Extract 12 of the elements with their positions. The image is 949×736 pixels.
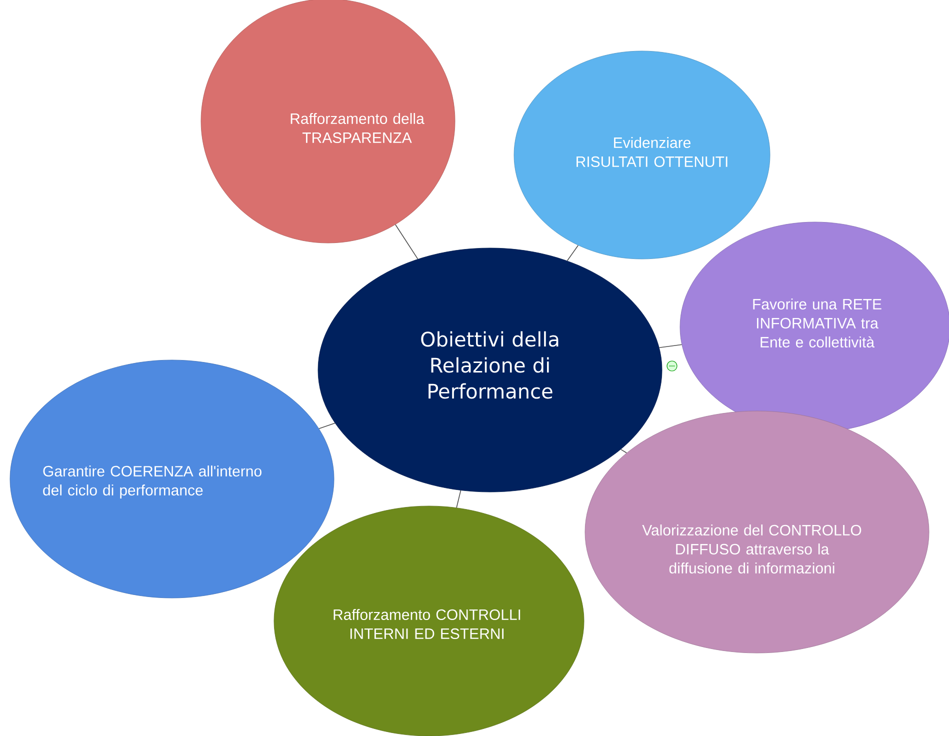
connector-line bbox=[658, 344, 682, 348]
circle-node: Evidenziare RISULTATI OTTENUTI bbox=[514, 50, 770, 260]
circle-node: Favorire una RETE INFORMATIVA tra Ente e collettività bbox=[680, 222, 949, 432]
connector-line bbox=[456, 490, 462, 508]
circle-node: Rafforzamento CONTROLLI INTERNI ED ESTERNI bbox=[274, 506, 584, 736]
connector-line bbox=[318, 422, 336, 430]
connector-line bbox=[395, 224, 418, 260]
connector-line bbox=[566, 244, 579, 262]
circle-node: Valorizzazione del CONTROLLO DIFFUSO attraverso la diffusione di informazioni bbox=[584, 410, 930, 654]
circle-node: Obiettivi della Relazione di Performance bbox=[318, 248, 662, 492]
circle-node: Garantire COERENZA all'interno del ciclo di performance bbox=[10, 360, 334, 598]
connector-line bbox=[620, 449, 627, 454]
